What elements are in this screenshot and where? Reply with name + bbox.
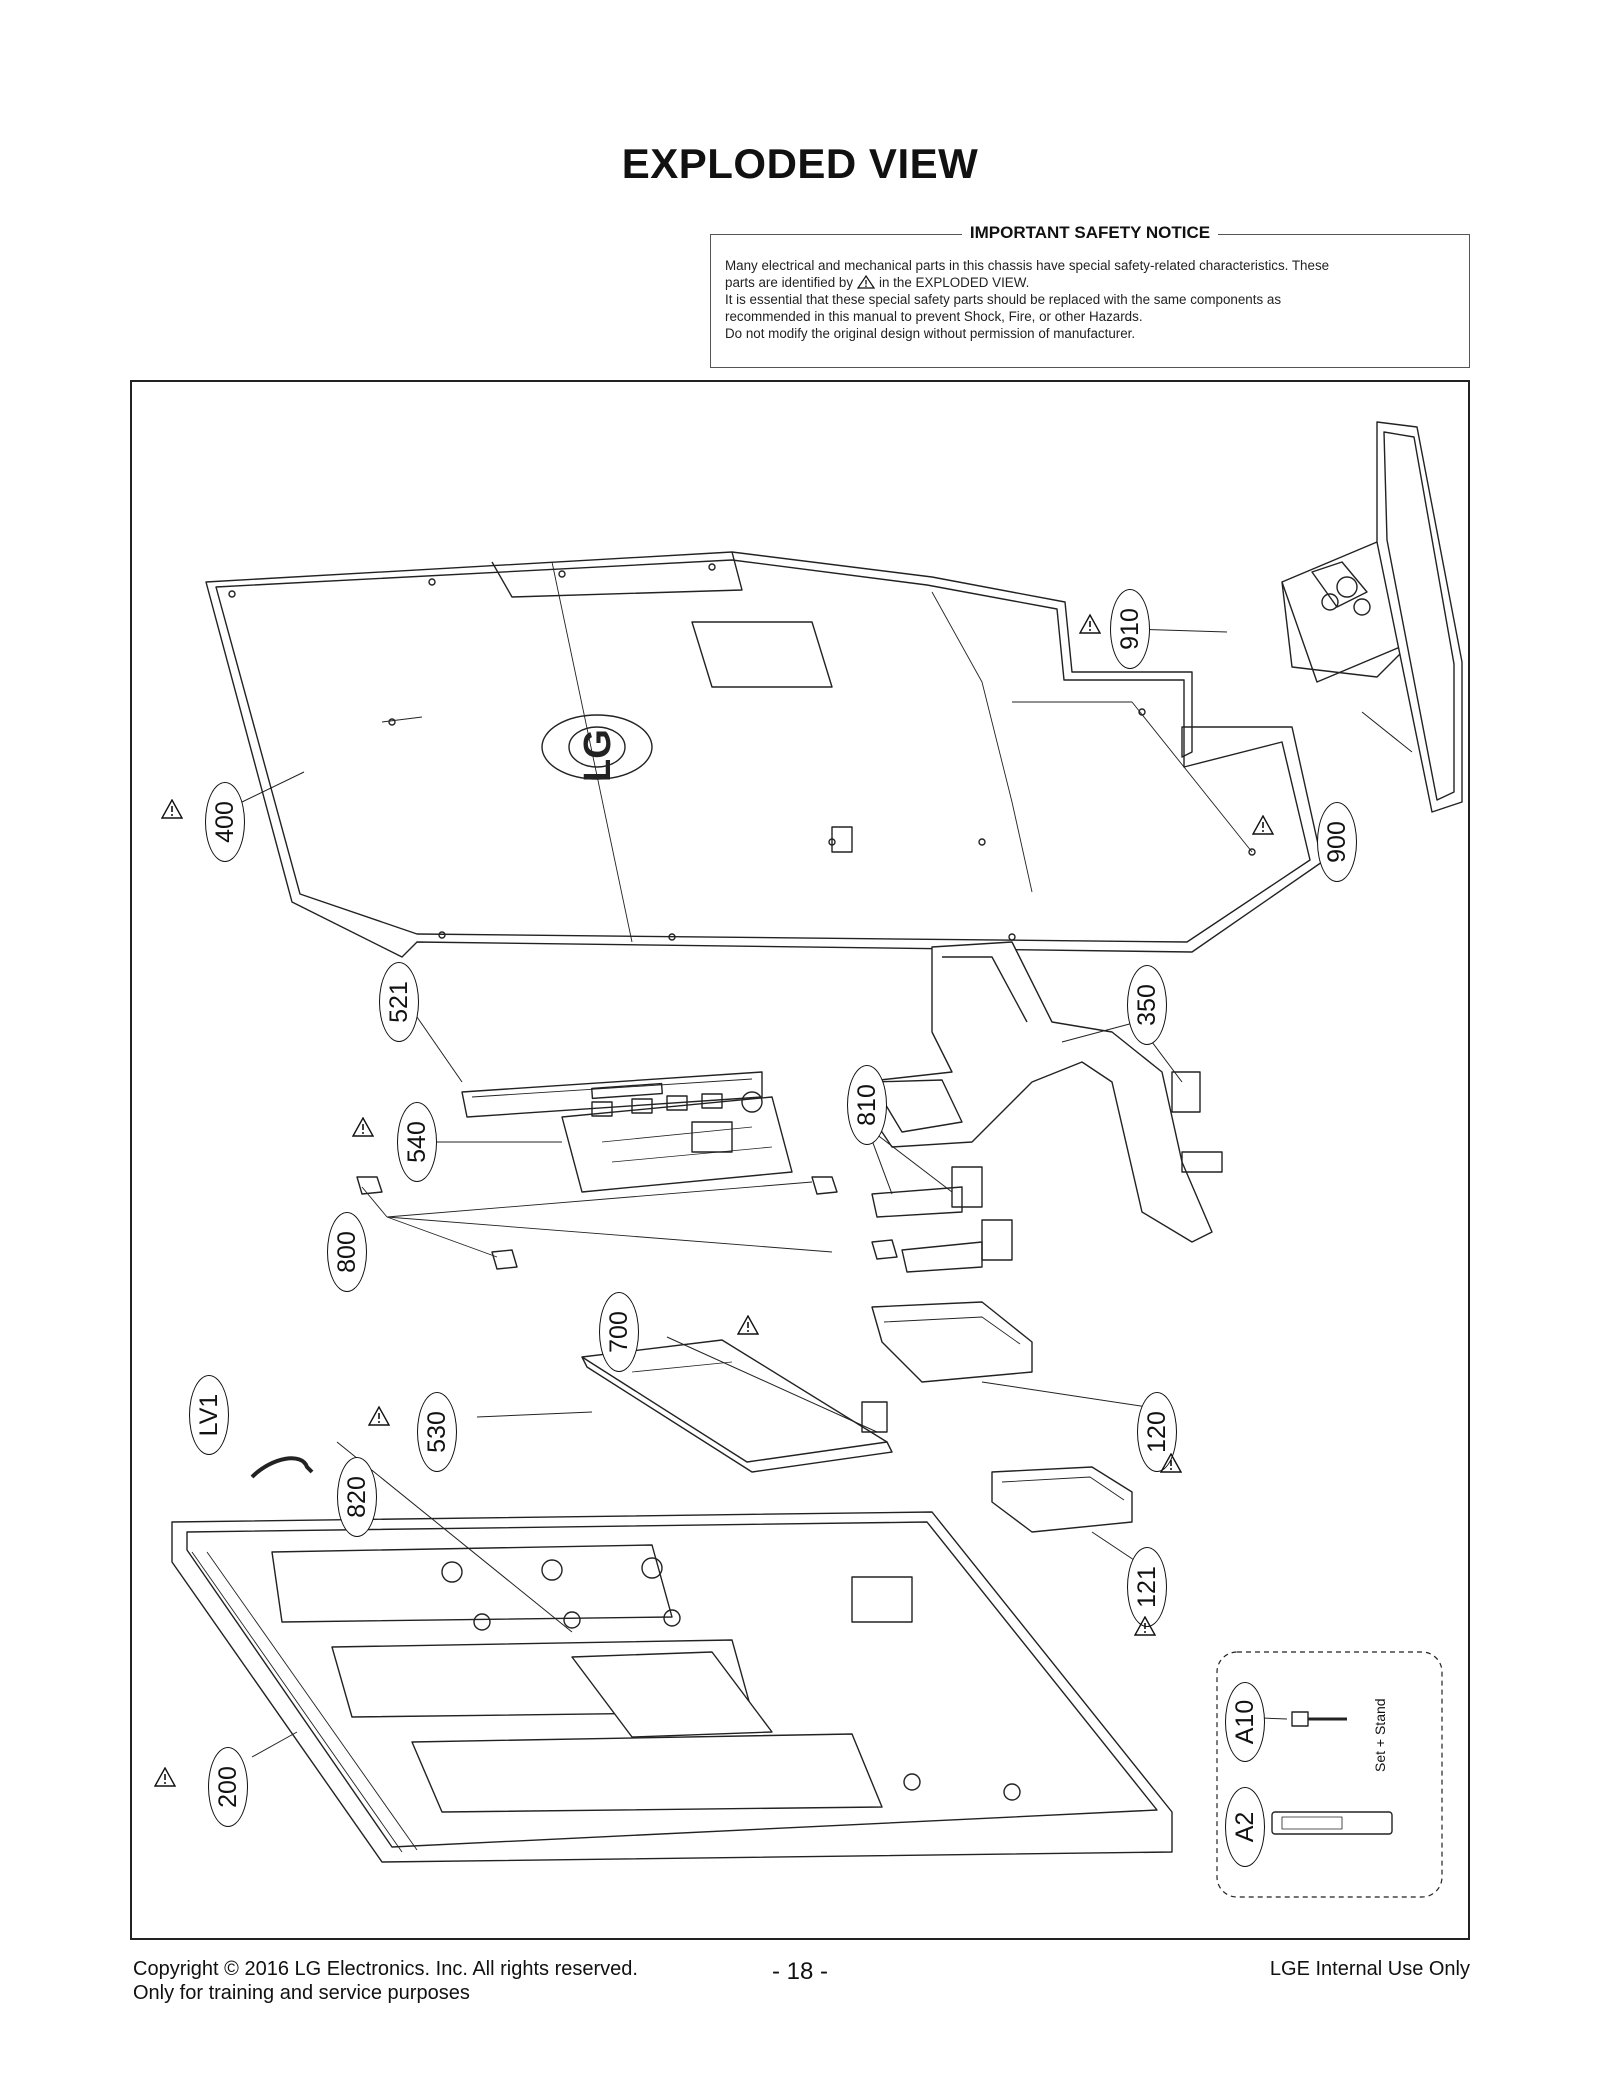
callout-540: 540: [397, 1102, 437, 1182]
callout-910: 910: [1110, 589, 1150, 669]
footer-copyright: Copyright © 2016 LG Electronics. Inc. Al…: [133, 1957, 638, 2005]
callout-350: 350: [1127, 965, 1167, 1045]
exploded-view-drawing: LG: [171, 421, 1463, 1898]
callout-521: 521: [379, 962, 419, 1042]
warning-triangle-icon: [1134, 1616, 1156, 1636]
remote-control-drawing: [1271, 1811, 1393, 1835]
callout-121: 121: [1127, 1547, 1167, 1627]
warning-triangle-icon: [1252, 815, 1274, 835]
callout-700: 700: [599, 1292, 639, 1372]
cable-lv1-drawing: [250, 1456, 314, 1479]
callout-800: 800: [327, 1212, 367, 1292]
callout-820: 820: [337, 1457, 377, 1537]
warning-triangle-icon: [154, 1767, 176, 1787]
main-board-drawing: [561, 1091, 793, 1193]
warning-triangle-icon: [857, 275, 876, 289]
accessory-label: Set + Stand: [1372, 1698, 1388, 1772]
notice-line-4: recommended in this manual to prevent Sh…: [725, 309, 1143, 324]
safety-notice-heading: IMPORTANT SAFETY NOTICE: [961, 223, 1219, 242]
internal-use-label: LGE Internal Use Only: [1269, 1958, 1470, 1980]
warning-triangle-icon: [1160, 1453, 1182, 1473]
warning-triangle-icon: [737, 1315, 759, 1335]
training-text: Only for training and service purposes: [133, 1982, 470, 2004]
callout-A10: A10: [1225, 1682, 1265, 1762]
safety-notice-body: Many electrical and mechanical parts in …: [725, 257, 1455, 342]
exploded-view-frame: LG: [130, 380, 1470, 1940]
back-cover-logo: LG: [577, 729, 619, 782]
callout-400: 400: [205, 782, 245, 862]
warning-triangle-icon: [352, 1117, 374, 1137]
small-brackets-drawing: [356, 1166, 1013, 1273]
callout-810: 810: [847, 1065, 887, 1145]
callout-200: 200: [208, 1747, 248, 1827]
notice-line-2: parts are identified by in the EXPLODED V…: [725, 274, 1455, 291]
back-cover-drawing: LG: [205, 551, 1323, 958]
notice-line-2a: parts are identified by: [725, 275, 854, 290]
power-board-drawing: [581, 1339, 893, 1473]
notice-line-5: Do not modify the original design withou…: [725, 326, 1136, 341]
callout-LV1: LV1: [189, 1375, 229, 1455]
notice-line-3: It is essential that these special safet…: [725, 292, 1282, 307]
accessory-box: [1216, 1651, 1443, 1898]
leader-lines: [241, 628, 1413, 1758]
copyright-text: Copyright © 2016 LG Electronics. Inc. Al…: [133, 1958, 638, 1980]
callout-900: 900: [1317, 802, 1357, 882]
callout-530: 530: [417, 1392, 457, 1472]
stand-drawing: [1281, 421, 1463, 813]
speaker-drawing: [861, 1301, 1133, 1533]
callout-A2: A2: [1225, 1787, 1265, 1867]
cable-guide-drawing: [461, 1071, 763, 1118]
warning-triangle-icon: [1079, 614, 1101, 634]
page-number: - 18 -: [771, 1958, 828, 1985]
warning-triangle-icon: [161, 799, 183, 819]
safety-notice-box: IMPORTANT SAFETY NOTICE Many electrical …: [710, 223, 1470, 368]
notice-line-1: Many electrical and mechanical parts in …: [725, 258, 1330, 273]
page-title: EXPLODED VIEW: [621, 140, 979, 187]
display-module-drawing: [171, 1511, 1173, 1863]
notice-line-2b: in the EXPLODED VIEW.: [879, 275, 1030, 290]
warning-triangle-icon: [368, 1406, 390, 1426]
screw-drawing: [1291, 1711, 1347, 1727]
